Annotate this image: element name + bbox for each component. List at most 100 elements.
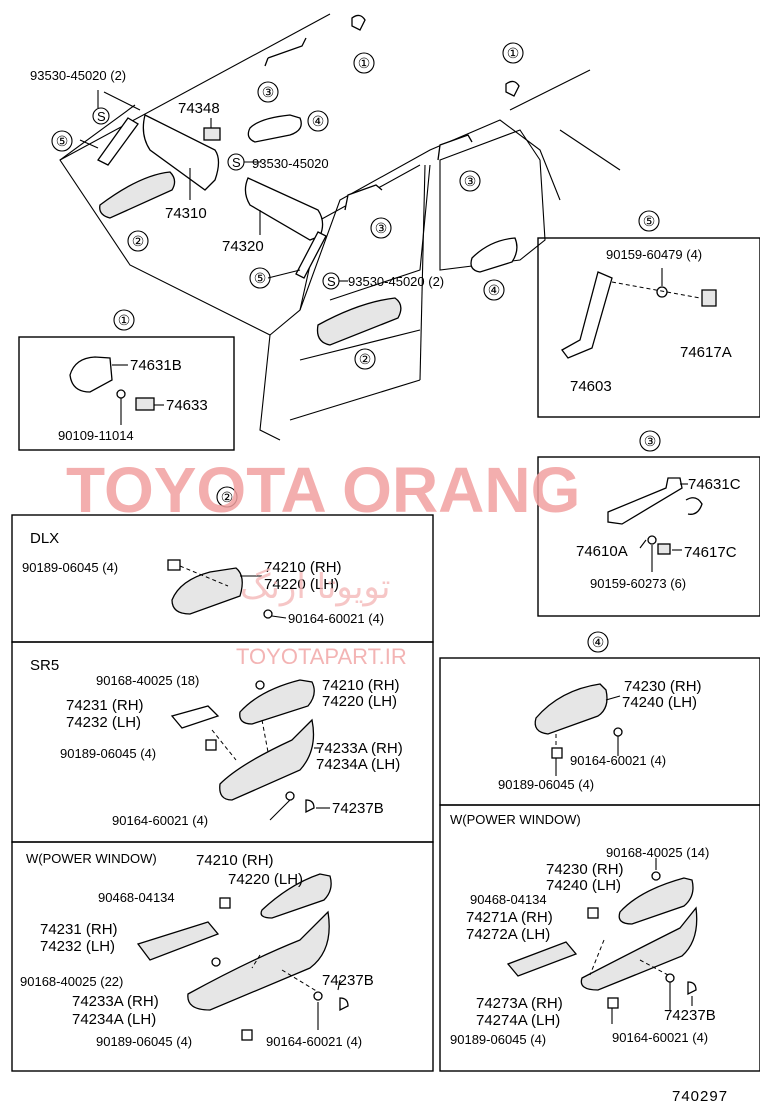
label-dlx-90189: 90189-06045 (4) [22, 560, 118, 575]
assist-grip-74610A [607, 477, 683, 525]
callout-2-a: ② [132, 233, 145, 249]
screw-rw-90468 [587, 907, 599, 919]
label-rw-74230: 74230 (RH) [546, 861, 624, 878]
armrest-door [316, 297, 402, 346]
label-pw-74234A: 74234A (LH) [72, 1011, 156, 1028]
section-sr5: SR5 [30, 657, 59, 674]
callout-1-a: ① [358, 55, 371, 71]
section-pw-rear: W(POWER WINDOW) [450, 812, 581, 827]
door-trim-lower-pw [187, 910, 330, 1011]
label-s4-90164: 90164-60021 (4) [570, 753, 666, 768]
visor-clip-74348 [203, 127, 221, 141]
box5-callout: ⑤ [643, 213, 656, 229]
box1-callout: ① [118, 312, 131, 328]
clip-74617A [701, 289, 717, 307]
label-sr5-74233A: 74233A (RH) [316, 740, 403, 757]
label-rw-74271A: 74271A (RH) [466, 909, 553, 926]
label-dlx-90164: 90164-60021 (4) [288, 611, 384, 626]
screw-dlx-90189 [167, 559, 181, 571]
screw-rw-90189 [607, 997, 619, 1009]
assist-grip-mid [344, 184, 383, 211]
callout-5-b: ⑤ [254, 270, 267, 286]
callout-1-b: ① [507, 45, 520, 61]
coat-hook-74631B [69, 356, 113, 393]
label-93530-45020-2-top: 93530-45020 (2) [30, 68, 126, 83]
label-74610A: 74610A [576, 543, 628, 560]
s-mark-1: S [97, 109, 106, 124]
sun-visor-74310 [142, 114, 220, 191]
section-dlx: DLX [30, 530, 59, 547]
label-pw-90168: 90168-40025 (22) [20, 974, 123, 989]
label-pw-90468: 90468-04134 [98, 890, 175, 905]
box3-callout: ③ [644, 433, 657, 449]
label-pw-90164: 90164-60021 (4) [266, 1034, 362, 1049]
label-90159-60273: 90159-60273 (6) [590, 576, 686, 591]
assist-grip-mid-left [295, 231, 327, 279]
assist-grip-74603 [561, 271, 613, 359]
watermark-persian: تویوتا ارنگ [240, 567, 390, 607]
label-dlx-74210: 74210 (RH) [264, 559, 342, 576]
label-pw-74231: 74231 (RH) [40, 921, 118, 938]
screw-rw-90164 [665, 973, 675, 983]
label-pw-74220: 74220 (LH) [228, 871, 303, 888]
switch-base-pw [136, 921, 220, 961]
label-rw-74274A: 74274A (LH) [476, 1012, 560, 1029]
door-trim-lower-rear [580, 906, 698, 991]
diagram-code: 740297 [672, 1088, 728, 1105]
label-90109-11014: 90109-11014 [58, 428, 134, 443]
label-dlx-74220: 74220 (LH) [264, 576, 339, 593]
label-rw-74240: 74240 (LH) [546, 877, 621, 894]
callout-3-b: ③ [464, 173, 477, 189]
label-74631B: 74631B [130, 357, 182, 374]
label-74310: 74310 [165, 205, 207, 222]
callout-4-b: ④ [488, 282, 501, 298]
armrest-dlx [171, 567, 243, 615]
label-sr5-90189: 90189-06045 (4) [60, 746, 156, 761]
label-93530-45020-2-mid: 93530-45020 (2) [348, 274, 444, 289]
watermark-site: TOYOTAPART.IR [236, 644, 407, 669]
label-rw-74237B: 74237B [664, 1007, 716, 1024]
label-pw-74233A: 74233A (RH) [72, 993, 159, 1010]
label-sr5-74210: 74210 (RH) [322, 677, 400, 694]
label-74603: 74603 [570, 378, 612, 395]
screw-pw-90468 [219, 897, 231, 909]
label-rw-74273A: 74273A (RH) [476, 995, 563, 1012]
callout-2-b: ② [359, 351, 372, 367]
callout-3-c: ③ [375, 220, 388, 236]
hook-74631C [685, 497, 703, 515]
callout-5-a: ⑤ [56, 133, 69, 149]
switch-base-sr5 [170, 705, 220, 729]
screw-sr5-90164 [285, 791, 295, 801]
clip-sr5-74237B [305, 799, 315, 814]
label-pw-74237B: 74237B [322, 972, 374, 989]
detail-box-1 [18, 336, 235, 451]
label-rw-74272A: 74272A (LH) [466, 926, 550, 943]
door-trim-lower-sr5 [219, 718, 315, 801]
label-pw-90189: 90189-06045 (4) [96, 1034, 192, 1049]
screw-s4-90189 [551, 747, 563, 759]
label-74631C: 74631C [688, 476, 741, 493]
label-sr5-74237B: 74237B [332, 800, 384, 817]
label-74617C: 74617C [684, 544, 737, 561]
label-s4-74240: 74240 (LH) [622, 694, 697, 711]
rear-door-handle [470, 237, 518, 273]
switch-base-rear [506, 941, 578, 977]
screw-rw-90168 [651, 871, 661, 881]
assist-grip-left [97, 117, 139, 166]
clip-rw-74237B [687, 981, 697, 996]
s-mark-3: S [327, 274, 336, 289]
label-74617A: 74617A [680, 344, 732, 361]
detail-box-3 [537, 456, 760, 617]
box4-callout: ④ [592, 634, 605, 650]
screw-pw-90164 [313, 991, 323, 1001]
label-90159-60479: 90159-60479 (4) [606, 247, 702, 262]
armrest-top-sr5 [239, 679, 315, 725]
assist-grip-4-top [247, 114, 302, 143]
label-74348: 74348 [178, 100, 220, 117]
clip-74617C [657, 543, 671, 555]
cover-74633 [135, 397, 155, 411]
screw-pw-90168 [211, 957, 221, 967]
screw-dlx-90164 [263, 609, 273, 619]
screw-sr5-90189 [205, 739, 217, 751]
label-sr5-74234A: 74234A (LH) [316, 756, 400, 773]
